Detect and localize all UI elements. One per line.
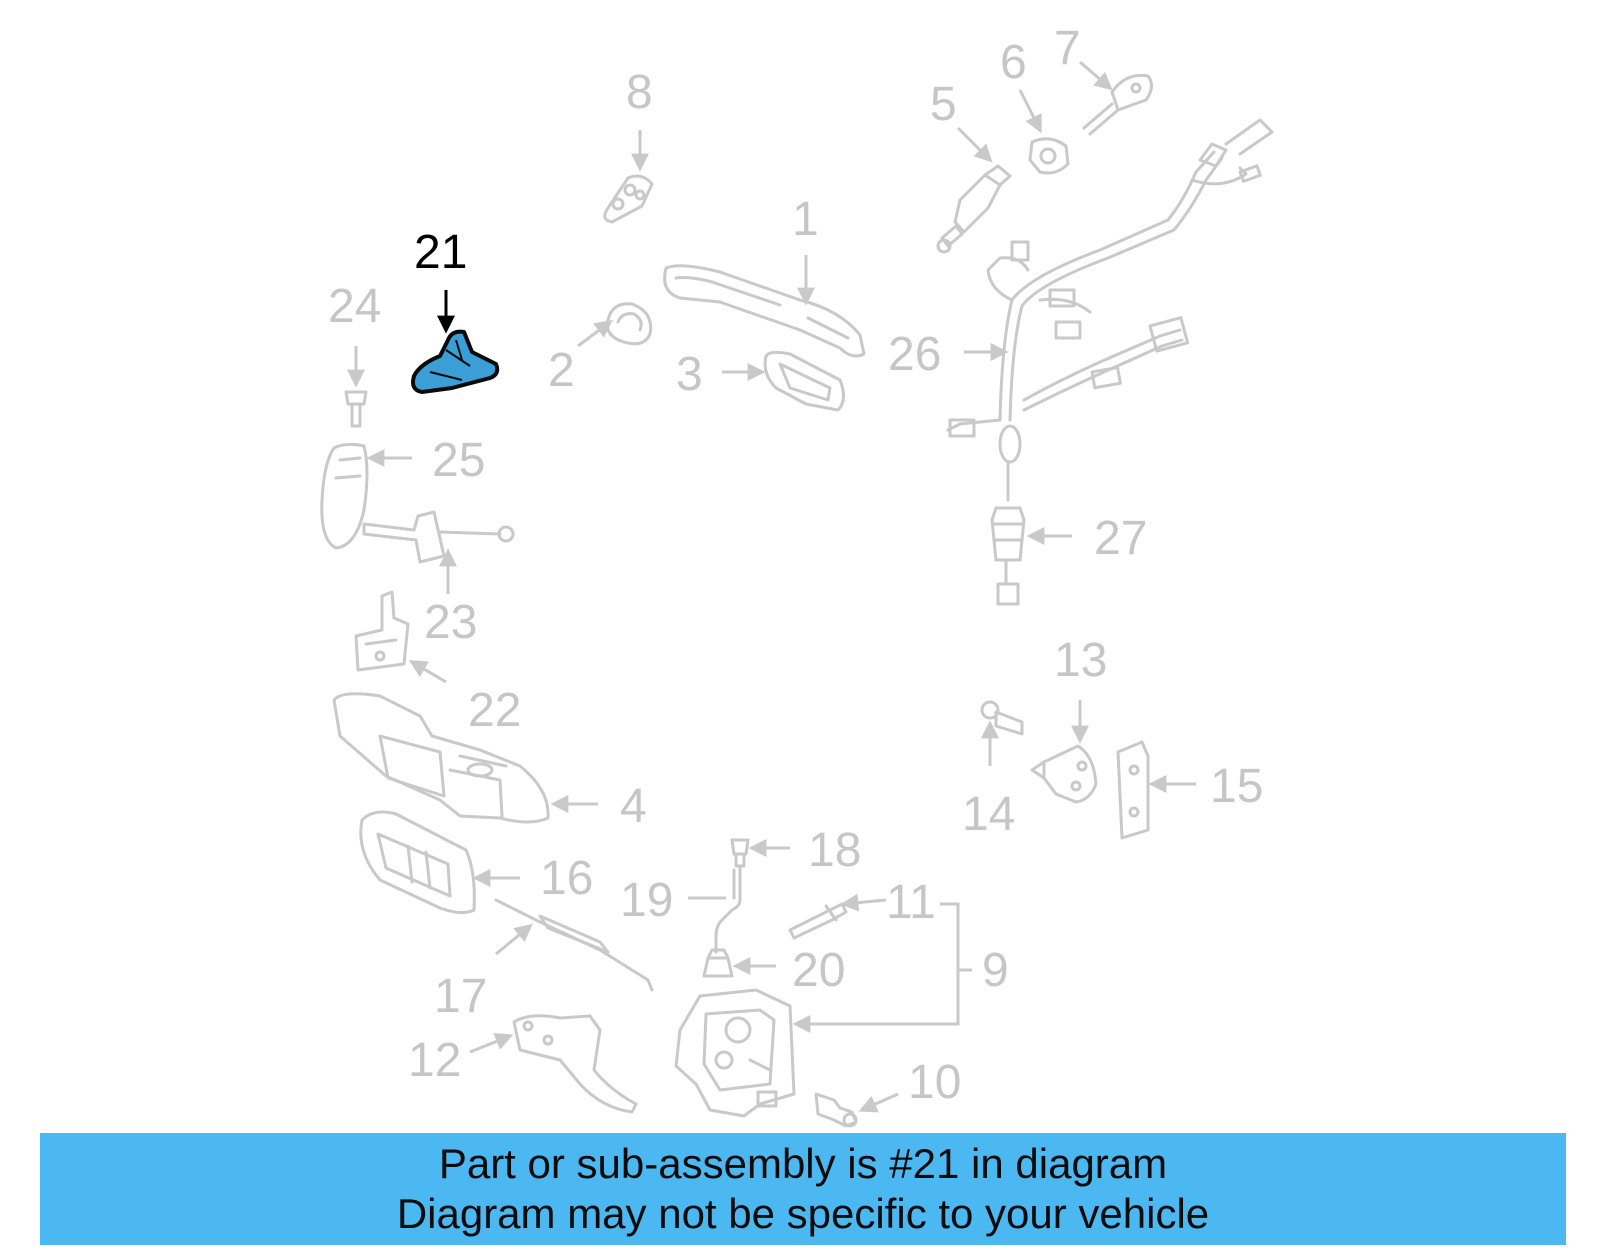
part-1[interactable] bbox=[663, 264, 866, 358]
part-4[interactable] bbox=[332, 692, 550, 824]
callout-12: 12 bbox=[408, 1034, 461, 1087]
banner-line-1: Part or sub-assembly is #21 in diagram bbox=[438, 1140, 1168, 1187]
part-5[interactable] bbox=[936, 164, 1012, 254]
callout-19: 19 bbox=[620, 874, 673, 927]
callout-27: 27 bbox=[1094, 512, 1147, 565]
part-21[interactable] bbox=[411, 329, 500, 394]
callout-21: 21 bbox=[414, 226, 467, 279]
part-23[interactable] bbox=[362, 510, 515, 564]
callout-23: 23 bbox=[424, 596, 477, 649]
part-26[interactable] bbox=[946, 118, 1274, 502]
part-10[interactable] bbox=[814, 1092, 858, 1128]
part-24[interactable] bbox=[344, 390, 368, 428]
part-17[interactable] bbox=[494, 898, 654, 992]
callout-8: 8 bbox=[626, 66, 653, 119]
part-6[interactable] bbox=[1028, 137, 1070, 175]
callout-15: 15 bbox=[1210, 760, 1263, 813]
part-16[interactable] bbox=[359, 810, 476, 915]
part-13[interactable] bbox=[1030, 744, 1098, 804]
callout-6: 6 bbox=[1000, 36, 1027, 89]
part-2[interactable] bbox=[605, 302, 653, 346]
callout-1: 1 bbox=[792, 193, 819, 246]
banner-line-2: Diagram may not be specific to your vehi… bbox=[396, 1190, 1210, 1237]
info-banner: Part or sub-assembly is #21 in diagram D… bbox=[40, 1133, 1566, 1245]
part-15[interactable] bbox=[1116, 740, 1150, 840]
callout-24: 24 bbox=[328, 280, 381, 333]
part-7[interactable] bbox=[1082, 73, 1153, 136]
callout-14: 14 bbox=[962, 788, 1015, 841]
part-22[interactable] bbox=[354, 590, 410, 672]
part-8[interactable] bbox=[603, 174, 654, 224]
part-19[interactable] bbox=[714, 864, 742, 954]
part-20[interactable] bbox=[702, 948, 734, 978]
callout-13: 13 bbox=[1054, 634, 1107, 687]
part-18[interactable] bbox=[730, 838, 750, 868]
part-11[interactable] bbox=[788, 902, 848, 940]
part-9[interactable] bbox=[674, 988, 796, 1118]
callout-18: 18 bbox=[808, 824, 861, 877]
callout-17: 17 bbox=[434, 970, 487, 1023]
callout-10: 10 bbox=[908, 1056, 961, 1109]
callout-9: 9 bbox=[982, 944, 1009, 997]
callout-2: 2 bbox=[548, 344, 575, 397]
callout-11: 11 bbox=[886, 876, 936, 929]
callout-26: 26 bbox=[888, 328, 941, 381]
callout-22: 22 bbox=[468, 684, 521, 737]
part-12[interactable] bbox=[512, 1014, 638, 1114]
callout-25: 25 bbox=[432, 434, 485, 487]
callout-5: 5 bbox=[930, 78, 957, 131]
callout-7: 7 bbox=[1054, 22, 1081, 75]
part-25[interactable] bbox=[320, 442, 369, 550]
part-27[interactable] bbox=[990, 506, 1026, 606]
callout-20: 20 bbox=[792, 944, 845, 997]
callout-3: 3 bbox=[676, 348, 703, 401]
callout-16: 16 bbox=[540, 852, 593, 905]
part-3[interactable] bbox=[763, 350, 845, 412]
part-14[interactable] bbox=[980, 700, 1024, 736]
callout-4: 4 bbox=[620, 780, 647, 833]
